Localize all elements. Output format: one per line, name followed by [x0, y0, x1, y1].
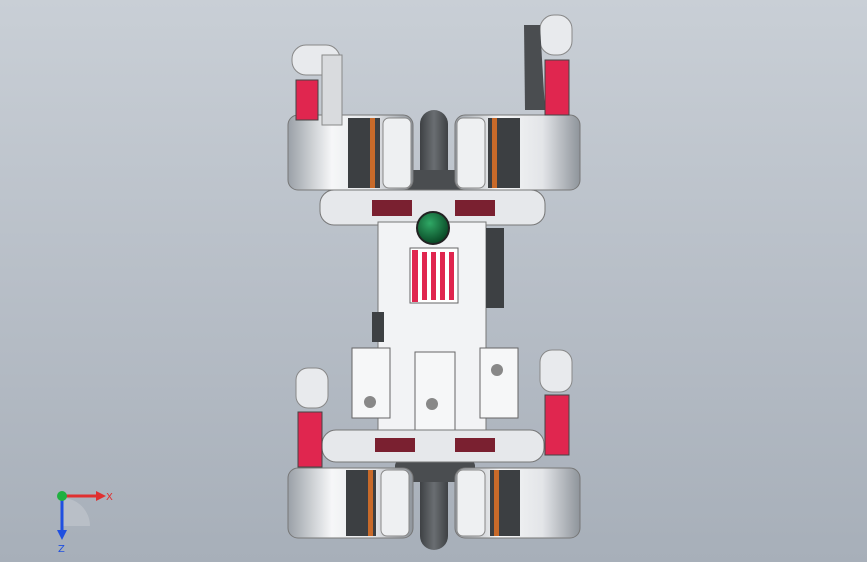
rear-right-leg: [539, 349, 573, 456]
lower-box-center: [414, 351, 456, 431]
x-axis-label: X: [106, 492, 113, 503]
lower-box-right: [479, 347, 519, 419]
front-right-leg: [524, 14, 573, 116]
front-right-wheel-module: [454, 114, 581, 191]
side-rail-right: [486, 228, 504, 308]
front-left-wheel-module: [287, 114, 414, 191]
green-emergency-button: [416, 211, 450, 245]
rear-left-leg: [295, 367, 329, 468]
rear-crossbar: [321, 429, 545, 463]
front-left-leg: [291, 44, 343, 126]
coordinate-triad: X Z: [57, 491, 113, 555]
rear-left-wheel-module: [287, 467, 414, 539]
side-rail-left: [372, 312, 384, 342]
breaker-block: [409, 247, 459, 304]
y-axis-origin: [57, 491, 67, 501]
z-axis-label: Z: [58, 544, 65, 555]
rear-right-wheel-module: [454, 467, 581, 539]
